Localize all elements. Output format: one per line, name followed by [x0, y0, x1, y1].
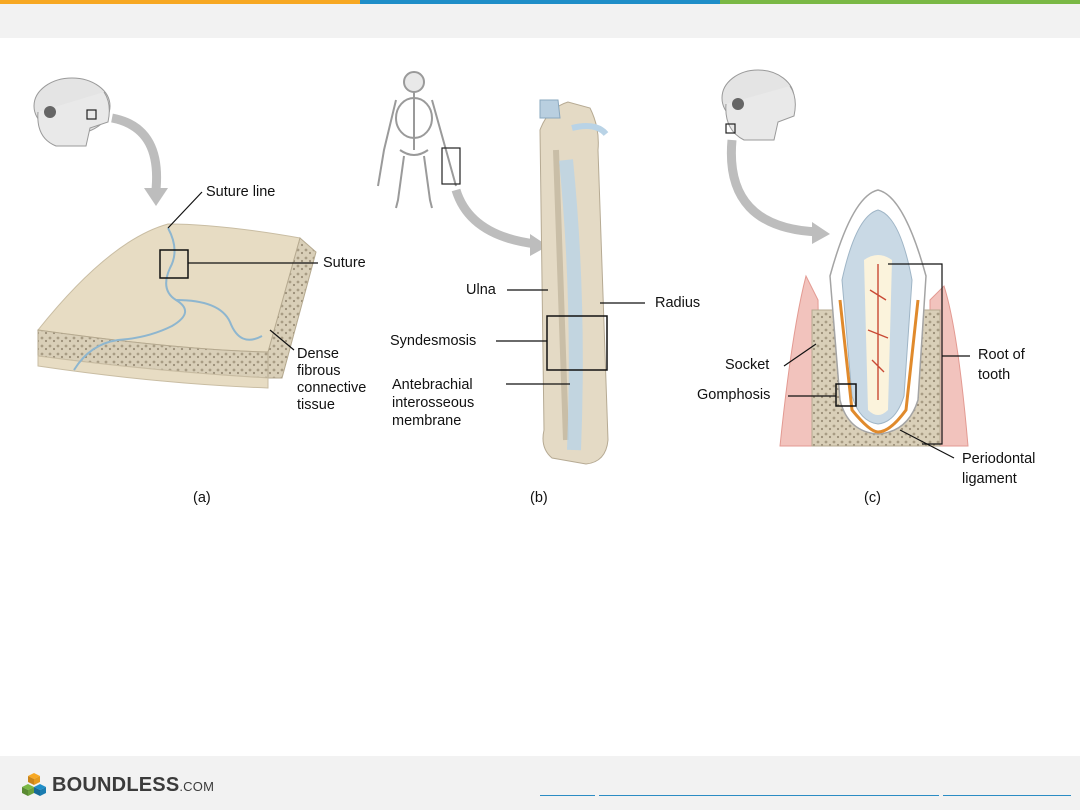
syndesmosis-box: [546, 315, 608, 371]
footer-link-3[interactable]: [943, 795, 1071, 796]
accent-green: [720, 0, 1080, 4]
label-suture-line: Suture line: [206, 184, 276, 200]
label-root-line-1: Root of: [978, 347, 1025, 363]
footer-link-1[interactable]: [540, 795, 595, 796]
cube-stack-icon: [22, 773, 46, 796]
caption-b: (b): [530, 490, 548, 506]
footer-bar: [0, 756, 1080, 810]
gomphosis-box: [835, 383, 857, 407]
caption-c: (c): [864, 490, 881, 506]
label-membrane-line-1: Antebrachial: [392, 377, 473, 393]
label-ulna: Ulna: [466, 282, 496, 298]
label-ligament-line-2: ligament: [962, 471, 1017, 487]
label-root-line-2: tooth: [978, 367, 1011, 383]
header-band: [0, 4, 1080, 38]
arrow-a: [110, 113, 162, 199]
label-radius: Radius: [655, 295, 701, 311]
label-gomphosis: Gomphosis: [697, 387, 771, 403]
accent-blue: [360, 0, 720, 4]
skull-icon-a: [33, 77, 111, 147]
accent-orange: [0, 0, 360, 4]
caption-a: (a): [193, 490, 211, 506]
label-tissue-line-2: fibrous: [297, 363, 341, 379]
label-syndesmosis: Syndesmosis: [390, 333, 477, 349]
label-tissue-line-1: Dense: [297, 346, 339, 362]
skull-icon-c: [721, 69, 796, 141]
brand-logo[interactable]: BOUNDLESS.COM: [22, 770, 214, 800]
brand-name: BOUNDLESS.COM: [52, 773, 215, 796]
label-tissue-line-4: tissue: [297, 397, 335, 413]
footer-link-2[interactable]: [599, 795, 939, 796]
label-ligament-line-1: Periodontal: [962, 451, 1036, 467]
top-accent-bar: [0, 0, 1080, 4]
panel-c-artwork: [721, 69, 970, 459]
skeleton-icon: [377, 71, 457, 209]
label-membrane-line-2: interosseous: [392, 395, 475, 411]
suture-box: [159, 249, 189, 279]
panel-b-artwork: [377, 71, 645, 465]
joint-types-diagram: [33, 69, 970, 465]
label-membrane-line-3: membrane: [392, 413, 462, 429]
label-socket: Socket: [725, 357, 770, 373]
label-suture: Suture: [323, 255, 366, 271]
panel-a-artwork: [33, 77, 318, 389]
label-tissue-line-3: connective: [297, 380, 367, 396]
